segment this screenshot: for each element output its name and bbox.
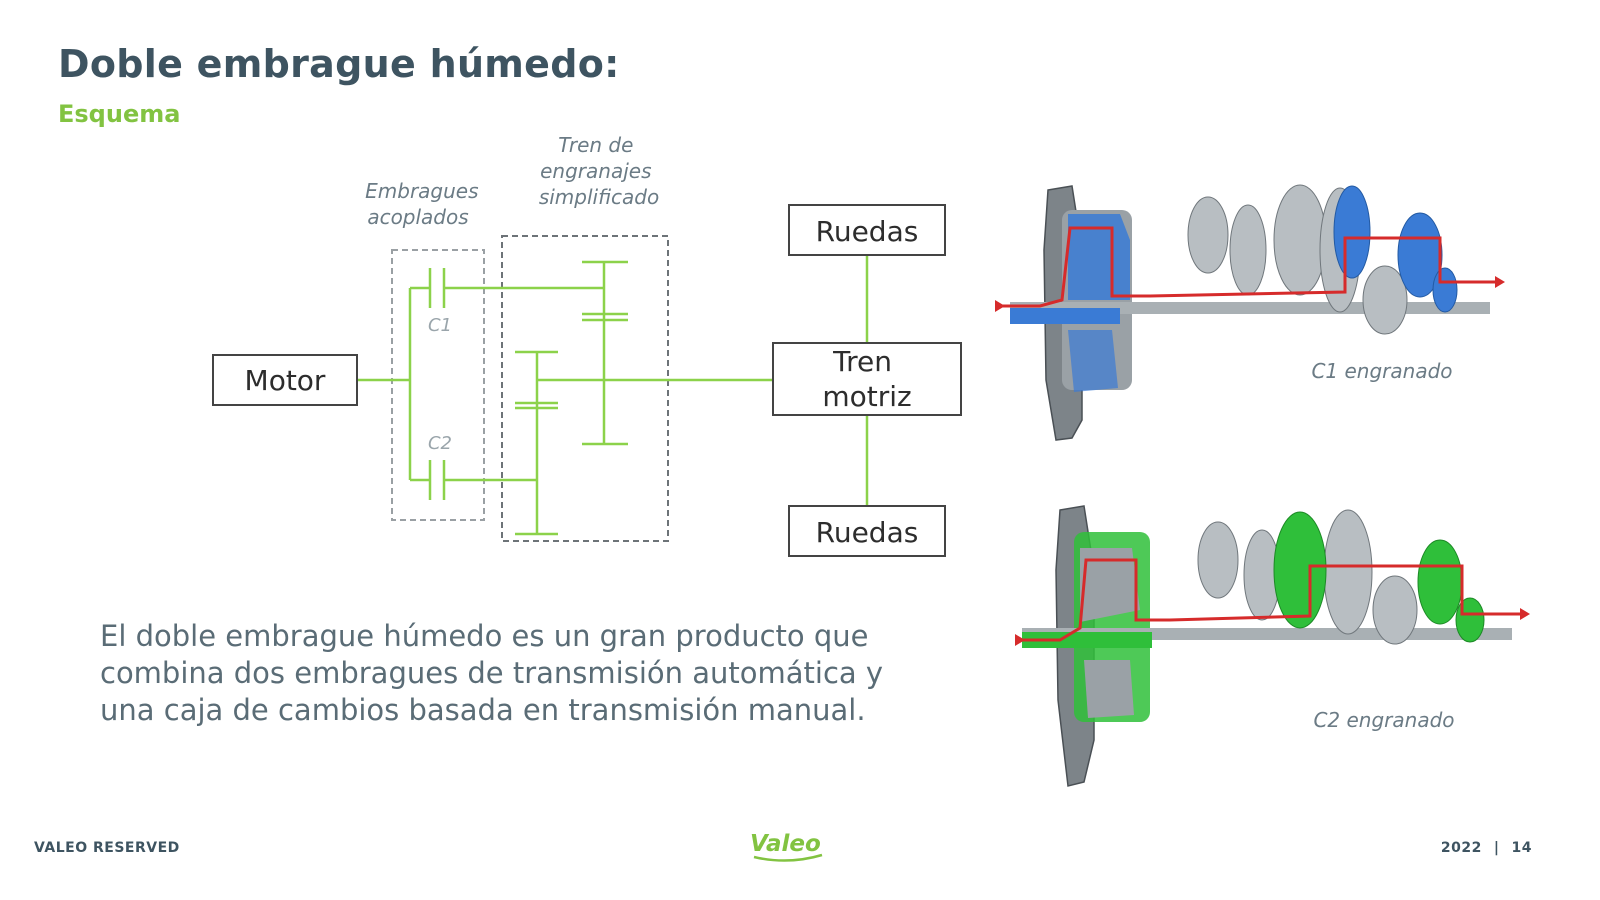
motor-label: Motor xyxy=(245,364,326,397)
motor-box: Motor xyxy=(212,354,358,406)
c1-blue-gear-2 xyxy=(1397,212,1443,298)
gear-group-label-line2: engranajes xyxy=(540,159,651,183)
c2-green-gears xyxy=(1273,511,1485,643)
valeo-logo-swoosh xyxy=(753,853,823,862)
c2-input-arrow xyxy=(1015,634,1025,646)
c1-input-shaft-highlight xyxy=(1010,308,1120,324)
c1-clutch-pack-upper xyxy=(1068,214,1130,300)
c1-power-path xyxy=(995,226,1495,308)
c1-label: C1 xyxy=(428,315,452,336)
motor-box-frame xyxy=(212,354,358,406)
c1-blue-gears xyxy=(1333,185,1458,313)
c2-clutch-pack-lower xyxy=(1084,660,1134,718)
c2-power-path xyxy=(1015,558,1520,642)
wheels-bottom-label: Ruedas xyxy=(816,516,919,549)
c1-clutch-pack-lower xyxy=(1068,330,1118,392)
footer-separator: | xyxy=(1493,840,1500,856)
c2-gear-4 xyxy=(1372,575,1418,645)
wheels-top-label: Ruedas xyxy=(816,215,919,248)
wheels-top-box-frame xyxy=(788,204,946,256)
c1-engaged-illustration: C1 engranado xyxy=(995,184,1505,441)
clutch-group-label: Embragues acoplados xyxy=(365,179,485,229)
c1-gear-5 xyxy=(1362,265,1408,335)
c1-blue-gear-3 xyxy=(1432,267,1458,313)
c1-caption: C1 engranado xyxy=(1311,359,1452,383)
wheels-bottom-box-frame xyxy=(788,505,946,557)
c2-green-gear-1 xyxy=(1273,511,1327,629)
gear-group-label-line3: simplificado xyxy=(539,185,659,209)
c2-gear-3 xyxy=(1323,509,1373,635)
drivetrain-label-line2: motriz xyxy=(822,380,911,413)
valeo-logo: Valeo xyxy=(750,831,823,862)
c1-output-arrow xyxy=(1495,276,1505,288)
c2-output-arrow xyxy=(1520,608,1530,620)
drivetrain-box-frame xyxy=(772,342,962,416)
c2-gear-1 xyxy=(1197,521,1239,599)
clutch-group-label-line1: Embragues xyxy=(365,179,478,203)
gear-group-label: Tren de engranajes simplificado xyxy=(539,133,659,209)
c1-gear-1 xyxy=(1187,196,1229,274)
drivetrain-label-line1: Tren xyxy=(832,345,892,378)
wheels-top-box: Ruedas xyxy=(788,204,946,256)
c2-label: C2 xyxy=(428,433,452,454)
clutch-group-box xyxy=(391,249,485,521)
drivetrain-box: Tren motriz xyxy=(772,342,962,416)
c2-green-gear-3 xyxy=(1455,597,1485,643)
footer-page-info: 2022 | 14 xyxy=(1441,840,1532,856)
gear-group-label-line1: Tren de xyxy=(558,133,633,157)
c2-green-gear-2 xyxy=(1417,539,1463,625)
slide-subtitle: Esquema xyxy=(58,100,181,128)
c1-gear-2 xyxy=(1229,204,1267,296)
c1-gear-3 xyxy=(1273,184,1327,296)
valeo-logo-text: Valeo xyxy=(750,831,821,857)
footer-year: 2022 xyxy=(1440,840,1482,856)
gear-group-box xyxy=(501,235,669,542)
c1-blue-gear-1 xyxy=(1333,185,1371,279)
c1-input-arrow xyxy=(995,300,1005,312)
c2-clutch-pack-upper xyxy=(1080,548,1140,622)
c2-input-shaft-highlight xyxy=(1022,632,1152,648)
c2-gear-set xyxy=(1197,509,1418,645)
clutch-group-label-line2: acoplados xyxy=(367,205,468,229)
description-text: El doble embrague húmedo es un gran prod… xyxy=(100,619,884,727)
slide-title: Doble embrague húmedo: xyxy=(58,42,620,86)
drivetrain-label: Tren motriz xyxy=(822,345,911,413)
wheels-bottom-box: Ruedas xyxy=(788,505,946,557)
driveline-connections xyxy=(357,255,869,536)
c2-engaged-illustration: C2 engranado xyxy=(1015,505,1530,787)
footer-page-number: 14 xyxy=(1511,840,1532,856)
footer-confidentiality: VALEO RESERVED xyxy=(34,840,180,856)
c2-caption: C2 engranado xyxy=(1313,708,1454,732)
